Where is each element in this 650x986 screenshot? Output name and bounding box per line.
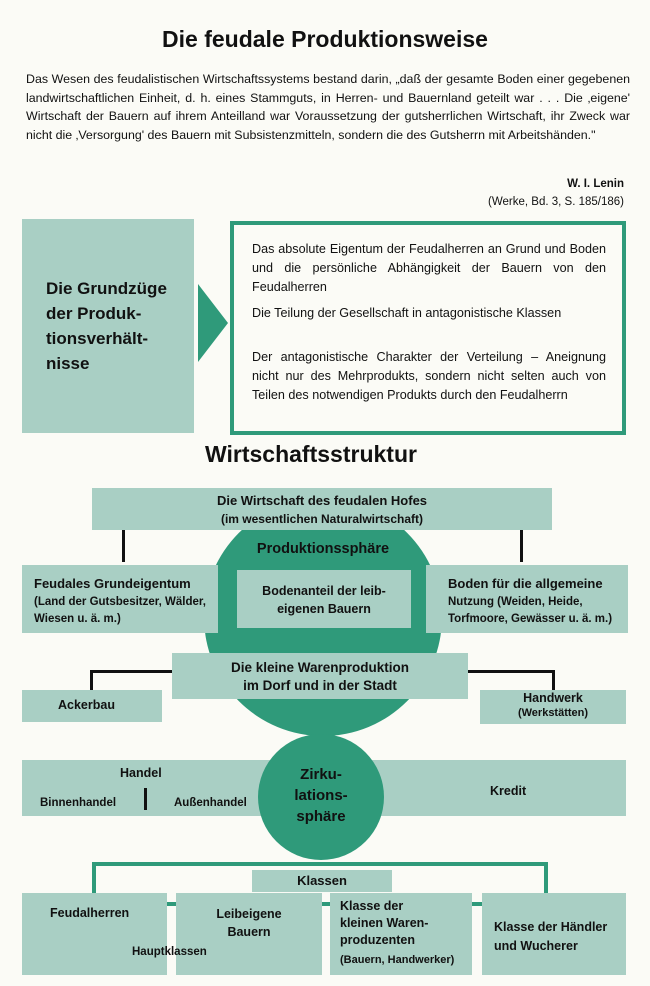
connector-line bbox=[90, 670, 93, 690]
classes-label: Klassen bbox=[297, 873, 347, 888]
foreign-trade-label: Außenhandel bbox=[174, 797, 247, 809]
domestic-trade-label: Binnenhandel bbox=[40, 797, 117, 809]
hof-box: Die Wirtschaft des feudalen Hofes (im we… bbox=[92, 488, 552, 530]
grundzuege-label: Die Grundzüge der Produk- tionsverhält- … bbox=[46, 279, 167, 373]
common-land-sub: Nutzung (Weiden, Heide, Torfmoore, Gewäs… bbox=[448, 596, 613, 625]
common-land-title: Boden für die allgemeine bbox=[448, 576, 603, 591]
feudal-lords-box bbox=[22, 893, 167, 975]
merchants-box bbox=[482, 893, 626, 975]
grundzuege-point-3: Der antagonistische Charakter der Vertei… bbox=[252, 350, 606, 402]
agriculture-box bbox=[22, 690, 162, 722]
classes-connector bbox=[92, 862, 96, 894]
lenin-quote: Das Wesen des feudalistischen Wirtschaft… bbox=[26, 72, 630, 142]
main-classes-label: Hauptklassen bbox=[132, 946, 207, 958]
classes-connector bbox=[470, 902, 484, 906]
small-producers-sub: (Bauern, Handwerker) bbox=[340, 954, 455, 966]
connector-line bbox=[520, 530, 523, 562]
classes-connector bbox=[544, 862, 548, 894]
arrow-right-icon bbox=[198, 284, 228, 362]
feudal-property-box bbox=[22, 565, 218, 633]
merchants-label: Klasse der Händler und Wucherer bbox=[494, 920, 608, 953]
production-sphere-label: Produktionssphäre bbox=[256, 541, 390, 557]
serfs-label: Leibeigene Bauern bbox=[216, 907, 282, 939]
peasant-land-box: Bodenanteil der leib- eigenen Bauern bbox=[232, 565, 416, 633]
grundzuege-point-1: Das absolute Eigentum der Feudalherren a… bbox=[252, 242, 606, 294]
classes-label-box bbox=[252, 870, 392, 892]
quote-author: W. I. Lenin bbox=[567, 178, 624, 190]
credit-label: Kredit bbox=[490, 784, 527, 798]
quote-citation: (Werke, Bd. 3, S. 185/186) bbox=[488, 196, 624, 208]
page-title: Die feudale Produktionsweise bbox=[162, 26, 488, 52]
connector-line bbox=[468, 670, 554, 673]
classes-connector bbox=[92, 862, 548, 866]
crafts-box: Handwerk (Werkstätten) bbox=[480, 690, 626, 724]
small-producers-label: Klasse der kleinen Waren- produzenten bbox=[340, 899, 429, 947]
feudal-property-title: Feudales Grundeigentum bbox=[34, 576, 191, 591]
connector-line bbox=[122, 530, 125, 562]
circulation-sphere-label: Zirku- lations- sphäre bbox=[294, 766, 348, 825]
common-land-box bbox=[426, 565, 628, 633]
agriculture-label: Ackerbau bbox=[58, 698, 115, 712]
serfs-box bbox=[176, 893, 322, 975]
connector-line bbox=[552, 670, 555, 690]
divider-line bbox=[144, 788, 147, 810]
classes-connector bbox=[320, 902, 332, 906]
grundzuege-point-2: Die Teilung der Gesellschaft in antagoni… bbox=[252, 306, 562, 320]
grundzuege-panel bbox=[22, 219, 194, 433]
structure-heading: Wirtschaftsstruktur bbox=[205, 441, 417, 467]
feudal-lords-label: Feudalherren bbox=[50, 906, 130, 920]
grundzuege-frame bbox=[230, 221, 626, 435]
classes-connector bbox=[165, 902, 179, 906]
small-producers-box bbox=[330, 893, 472, 975]
feudal-property-sub: (Land der Gutsbesitzer, Wälder, Wiesen u… bbox=[34, 596, 206, 625]
connector-line bbox=[90, 670, 172, 673]
trade-label: Handel bbox=[120, 766, 162, 780]
commodity-production-box: Die kleine Warenproduktion im Dorf und i… bbox=[172, 653, 468, 699]
circulation-sphere-circle bbox=[258, 734, 384, 860]
